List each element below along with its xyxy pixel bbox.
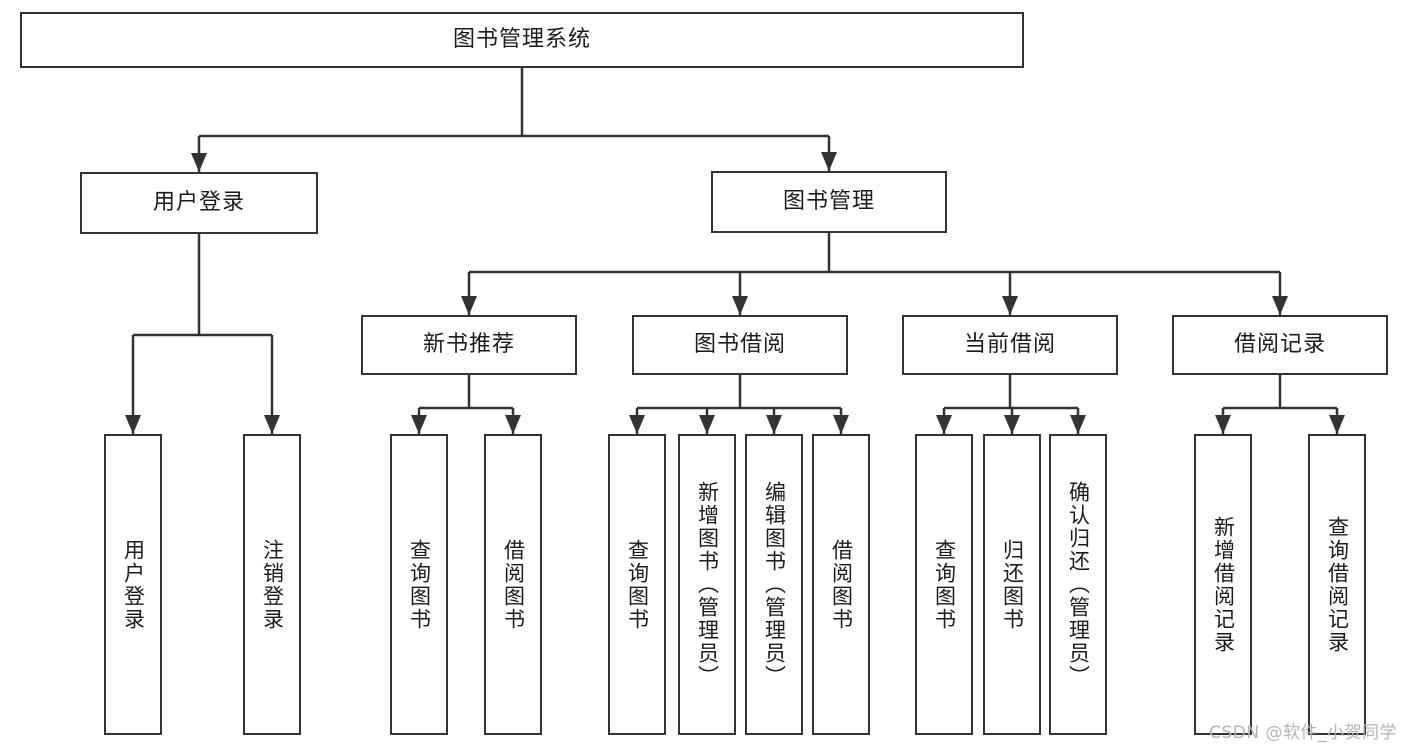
node-label: 新增借阅记录 — [1211, 515, 1236, 654]
arrowhead-icon — [1272, 296, 1288, 315]
arrowhead-icon — [411, 415, 427, 434]
arrowhead-icon — [1002, 296, 1018, 315]
node-newrec[interactable]: 新书推荐 — [361, 315, 577, 375]
node-label: 图书管理 — [782, 188, 875, 214]
node-root[interactable]: 图书管理系统 — [20, 12, 1024, 68]
arrowhead-icon — [1215, 415, 1231, 434]
node-borrow[interactable]: 图书借阅 — [632, 315, 848, 375]
node-label: 图书管理系统 — [452, 26, 591, 52]
arrowhead-icon — [821, 152, 837, 171]
arrowhead-icon — [505, 415, 521, 434]
arrowhead-icon — [191, 153, 207, 172]
node-l8[interactable]: 借阅图书 — [812, 434, 870, 735]
node-label: 查询借阅记录 — [1325, 515, 1350, 654]
arrowhead-icon — [833, 415, 849, 434]
arrowhead-icon — [766, 415, 782, 434]
node-label: 查询图书 — [932, 538, 957, 631]
node-l9[interactable]: 查询图书 — [915, 434, 973, 735]
node-label: 注销登录 — [260, 538, 285, 631]
node-label: 图书借阅 — [693, 331, 786, 357]
node-current[interactable]: 当前借阅 — [902, 315, 1118, 375]
node-label: 查询图书 — [625, 538, 650, 631]
node-label: 查询图书 — [407, 538, 432, 631]
node-label: 归还图书 — [1000, 538, 1025, 631]
node-l7[interactable]: 编辑图书（管理员） — [745, 434, 803, 735]
arrowhead-icon — [1070, 415, 1086, 434]
node-l3[interactable]: 查询图书 — [390, 434, 448, 735]
node-l13[interactable]: 查询借阅记录 — [1308, 434, 1366, 735]
arrowhead-icon — [732, 296, 748, 315]
arrowhead-icon — [936, 415, 952, 434]
node-l10[interactable]: 归还图书 — [983, 434, 1041, 735]
node-records[interactable]: 借阅记录 — [1172, 315, 1388, 375]
node-bookmgmt[interactable]: 图书管理 — [711, 171, 947, 233]
arrowhead-icon — [125, 415, 141, 434]
arrowhead-icon — [1329, 415, 1345, 434]
node-label: 新增图书（管理员） — [695, 481, 720, 688]
node-label: 编辑图书（管理员） — [762, 481, 787, 688]
arrowhead-icon — [699, 415, 715, 434]
node-label: 确认归还（管理员） — [1066, 481, 1091, 688]
node-label: 用户登录 — [152, 189, 245, 215]
node-l6[interactable]: 新增图书（管理员） — [678, 434, 736, 735]
node-l5[interactable]: 查询图书 — [608, 434, 666, 735]
node-l2[interactable]: 注销登录 — [243, 434, 301, 735]
arrowhead-icon — [264, 415, 280, 434]
node-label: 新书推荐 — [422, 331, 515, 357]
node-label: 用户登录 — [121, 538, 146, 631]
node-label: 借阅图书 — [501, 538, 526, 631]
arrowhead-icon — [461, 296, 477, 315]
csdn-watermark: CSDN @软件_小贺同学 — [1209, 723, 1397, 743]
node-l4[interactable]: 借阅图书 — [484, 434, 542, 735]
node-label: 当前借阅 — [963, 331, 1056, 357]
arrowhead-icon — [629, 415, 645, 434]
node-login[interactable]: 用户登录 — [80, 172, 318, 234]
arrowhead-icon — [1004, 415, 1020, 434]
node-label: 借阅图书 — [829, 538, 854, 631]
node-l1[interactable]: 用户登录 — [104, 434, 162, 735]
node-label: 借阅记录 — [1233, 331, 1326, 357]
node-l11[interactable]: 确认归还（管理员） — [1049, 434, 1107, 735]
node-l12[interactable]: 新增借阅记录 — [1194, 434, 1252, 735]
